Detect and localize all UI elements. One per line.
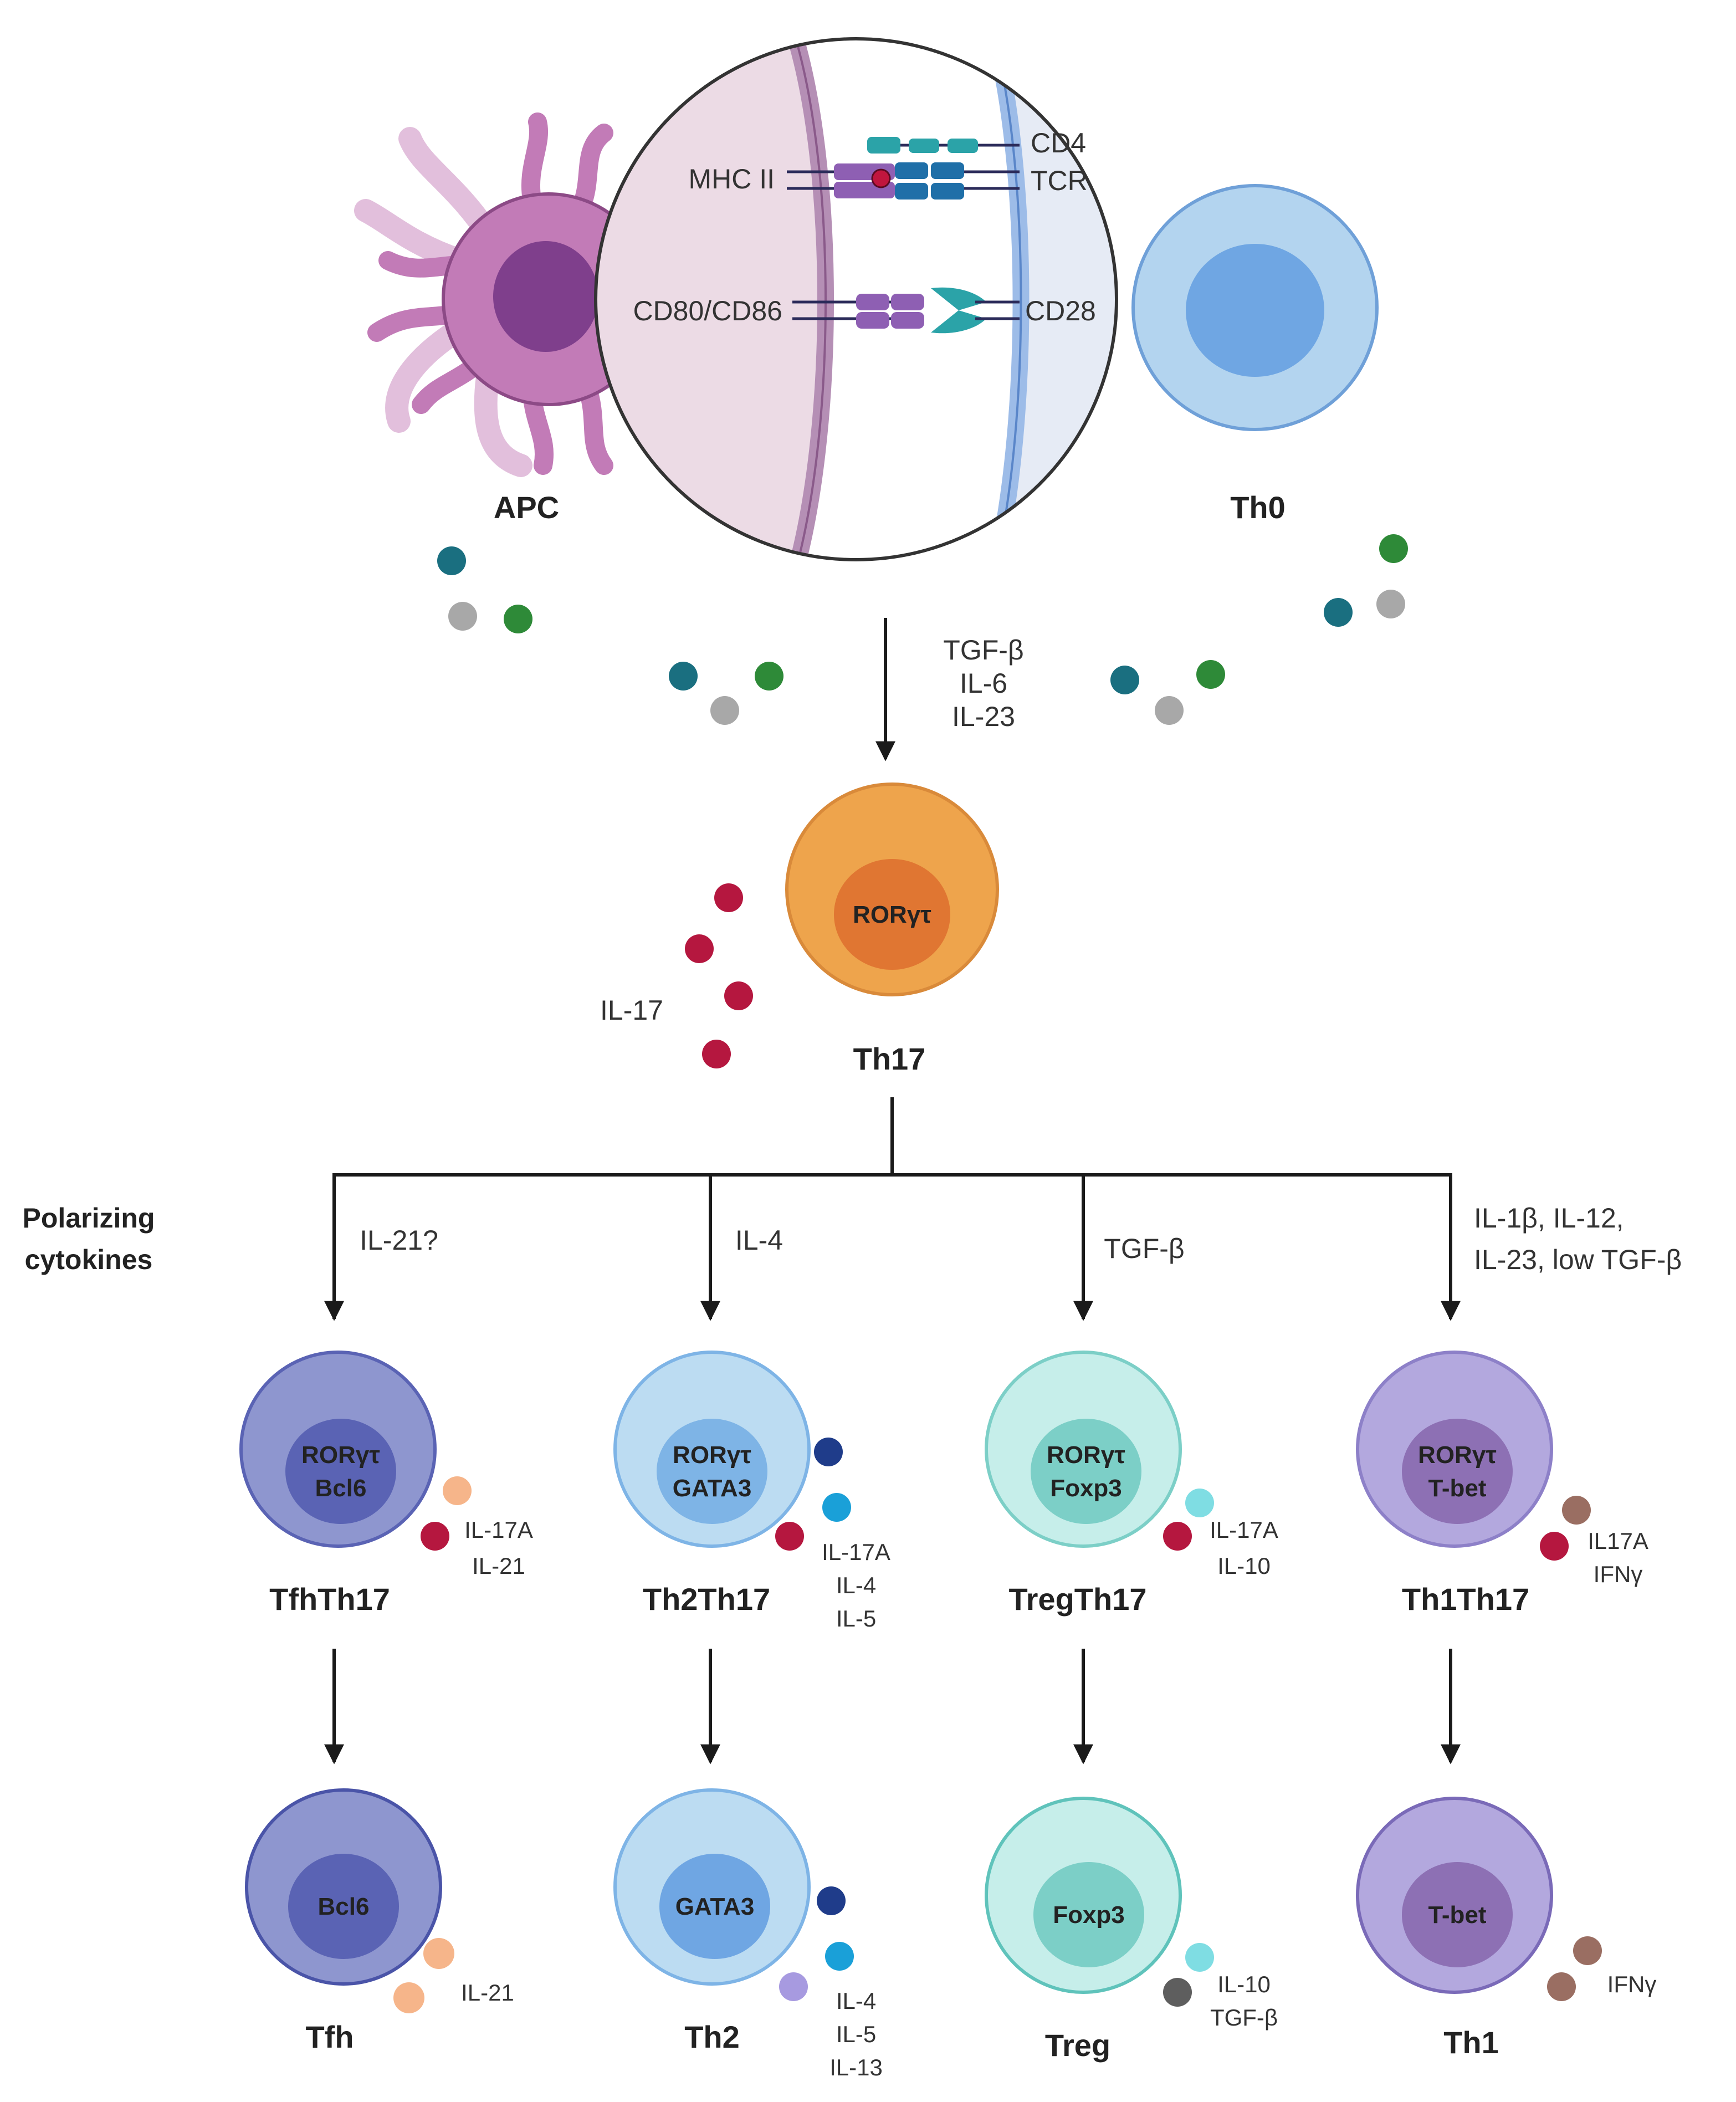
- tfhth17-label: TfhTh17: [269, 1582, 390, 1617]
- tregth17-cytokine-2: IL-10: [1217, 1553, 1271, 1579]
- th17-label: Th17: [853, 1041, 926, 1076]
- apc-label: APC: [494, 490, 559, 525]
- il17-label: IL-17: [600, 995, 663, 1026]
- th1th17-label: Th1Th17: [1402, 1582, 1529, 1617]
- th1th17-cytokine-2: IFNγ: [1594, 1561, 1643, 1587]
- th2th17-label: Th2Th17: [643, 1582, 770, 1617]
- tregth17-tf-2: Foxp3: [1050, 1475, 1122, 1502]
- cd80-cd28-complex: [792, 287, 1020, 334]
- th1-polarizing-cytokines-2: IL-23, low TGF-β: [1474, 1244, 1682, 1275]
- mhc2-tcr-complex: [787, 162, 1020, 200]
- th2-cytokine-3: IL-13: [829, 2054, 883, 2080]
- mhc2-label: MHC II: [688, 163, 775, 195]
- th1th17-cytokine-1: IL17A: [1588, 1528, 1648, 1554]
- th2th17-tf-2: GATA3: [673, 1475, 752, 1502]
- tfh-label: Tfh: [305, 2019, 354, 2054]
- th1-polarizing-cytokines-1: IL-1β, IL-12,: [1474, 1203, 1624, 1234]
- treg-polarizing-cytokines: TGF-β: [1104, 1233, 1184, 1264]
- tfh-cytokine-1: IL-21: [461, 1980, 514, 2006]
- tfhth17-cytokine-1: IL-17A: [464, 1517, 533, 1543]
- tfhth17-cytokine-2: IL-21: [472, 1553, 525, 1579]
- branch-tree: [332, 1097, 1452, 1177]
- polarizing-label-line2: cytokines: [25, 1244, 153, 1275]
- branch-tfh: IL-21? RORγτ Bcl6 IL-17A IL-21 TfhTh17 B…: [239, 1173, 533, 2054]
- th2th17-cytokine-1: IL-17A: [822, 1539, 890, 1565]
- th0-label: Th0: [1230, 490, 1286, 525]
- tfh-tf: Bcl6: [318, 1893, 370, 1920]
- treg-tf: Foxp3: [1053, 1901, 1125, 1929]
- th2-polarizing-cytokines: IL-4: [735, 1225, 783, 1256]
- polarizing-label-line1: Polarizing: [23, 1203, 155, 1234]
- th2-cytokine-1: IL-4: [836, 1988, 876, 2014]
- th1-cytokine-1: IFNγ: [1607, 1971, 1657, 1997]
- cd28-label: CD28: [1025, 295, 1096, 326]
- branch-treg: TGF-β RORγτ Foxp3 IL-17A IL-10 TregTh17 …: [985, 1173, 1278, 2063]
- tregth17-tf-1: RORγτ: [1047, 1441, 1125, 1469]
- th2th17-tf-1: RORγτ: [673, 1441, 751, 1469]
- th17-tf-label: RORγτ: [853, 901, 931, 928]
- tregth17-label: TregTh17: [1009, 1582, 1147, 1617]
- induction-cytokine-dots: [437, 534, 1408, 725]
- th1-label: Th1: [1443, 2025, 1499, 2060]
- th1th17-tf-1: RORγτ: [1418, 1441, 1497, 1469]
- cd4-label: CD4: [1031, 127, 1086, 158]
- tcr-label: TCR: [1031, 165, 1088, 196]
- treg-cytokine-2: TGF-β: [1210, 2004, 1278, 2031]
- tregth17-cytokine-1: IL-17A: [1210, 1517, 1278, 1543]
- il17-dots: [685, 883, 753, 1068]
- th2-label: Th2: [684, 2019, 740, 2054]
- th2-tf: GATA3: [675, 1893, 755, 1920]
- cd4-molecule: [867, 137, 1020, 154]
- cd80-cd86-label: CD80/CD86: [633, 295, 782, 326]
- induction-cytokine-2: IL-6: [960, 668, 1007, 699]
- th2th17-cytokine-3: IL-5: [836, 1605, 876, 1632]
- tfhth17-tf-2: Bcl6: [315, 1475, 367, 1502]
- induction-cytokine-3: IL-23: [952, 701, 1015, 732]
- induction-cytokine-1: TGF-β: [943, 635, 1023, 666]
- th2th17-cytokine-2: IL-4: [836, 1572, 876, 1598]
- branch-th2: IL-4 RORγτ GATA3 IL-17A IL-4 IL-5 Th2Th1…: [613, 1173, 890, 2080]
- th1th17-tf-2: T-bet: [1428, 1475, 1486, 1502]
- th2-cytokine-2: IL-5: [836, 2021, 876, 2047]
- treg-label: Treg: [1045, 2028, 1110, 2063]
- tfh-polarizing-cytokines: IL-21?: [360, 1225, 438, 1256]
- branch-th1: IL-1β, IL-12, IL-23, low TGF-β RORγτ T-b…: [1356, 1173, 1682, 2060]
- th17-cell: [785, 783, 999, 996]
- th1-tf: T-bet: [1428, 1901, 1486, 1929]
- th0-cell: [1131, 184, 1379, 431]
- treg-cytokine-1: IL-10: [1217, 1971, 1271, 1997]
- tfhth17-tf-1: RORγτ: [301, 1441, 380, 1469]
